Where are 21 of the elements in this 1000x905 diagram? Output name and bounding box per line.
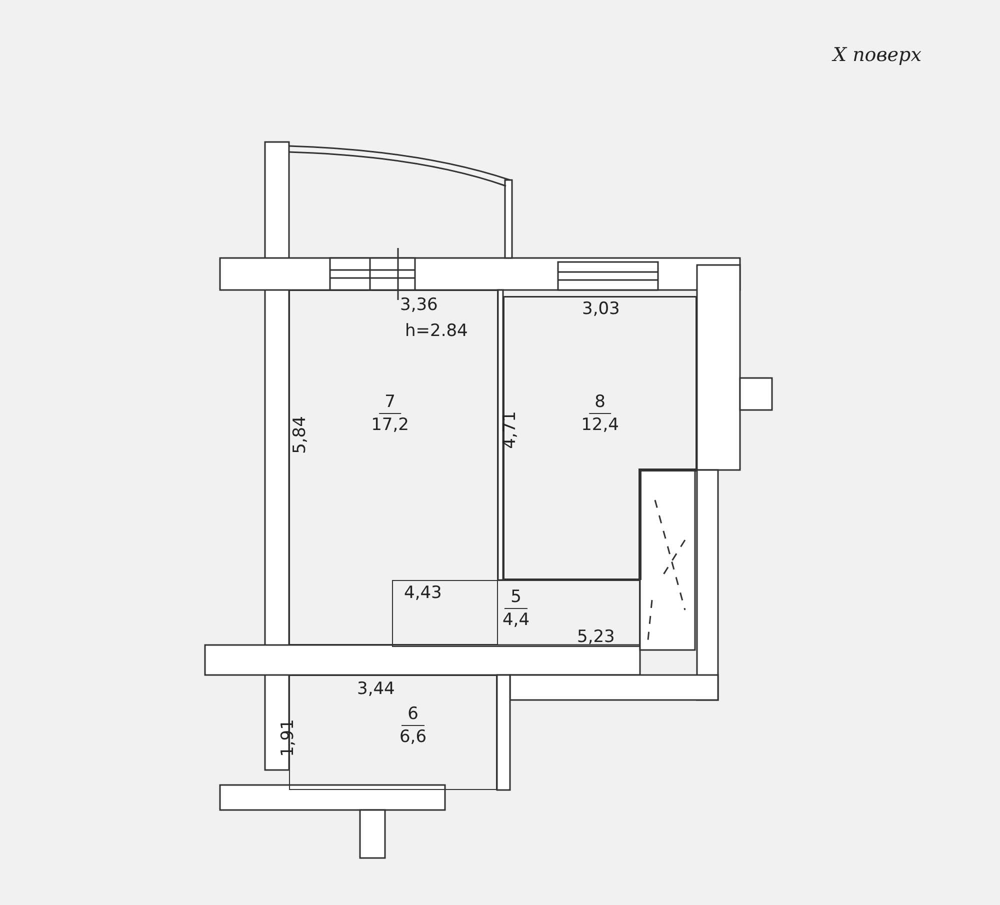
- dimension-label: 5,84: [290, 416, 310, 454]
- floor-title: X поверх: [833, 44, 922, 66]
- dimension-label: 3,03: [582, 299, 620, 319]
- room-number: 6: [402, 703, 424, 726]
- dimension-label: 3,44: [357, 679, 395, 699]
- dimension-label: 4,43: [404, 583, 442, 603]
- room-area: 6,6: [399, 727, 427, 747]
- room-outline: [392, 580, 640, 647]
- dimension-label: 4,71: [500, 411, 520, 449]
- room-area: 4,4: [502, 610, 530, 630]
- room-number: 5: [504, 586, 528, 609]
- room-outline: [503, 296, 697, 580]
- room-area: 12,4: [581, 415, 619, 435]
- dimension-label: 3,36: [400, 295, 438, 315]
- room-area: 17,2: [371, 415, 409, 435]
- dimension-label: 5,23: [577, 627, 615, 647]
- room-number: 8: [588, 391, 612, 414]
- dimension-label: 1,91: [278, 719, 298, 757]
- dimension-label: h=2.84: [405, 321, 468, 341]
- room-outline: [289, 290, 498, 645]
- room-number: 7: [378, 391, 402, 414]
